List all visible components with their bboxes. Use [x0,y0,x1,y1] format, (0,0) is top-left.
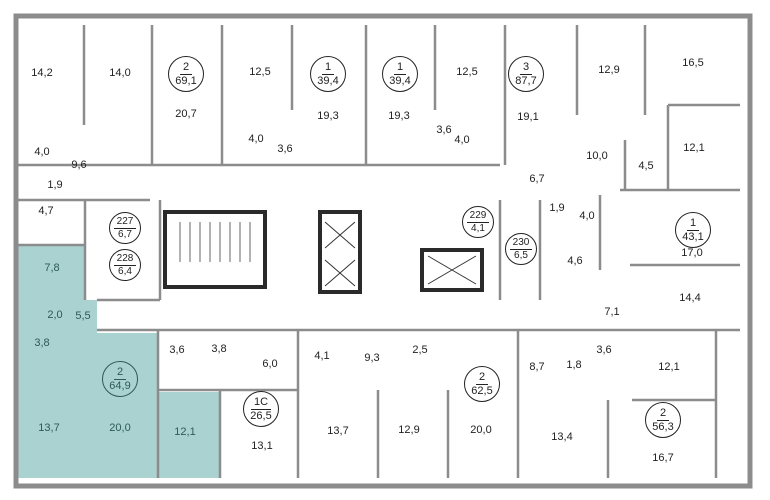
room-area: 3,8 [34,337,50,349]
stair-and-lift-core [163,210,484,294]
room-area: 2,0 [47,309,63,321]
staircase [179,222,251,262]
room-area: 4,0 [579,210,595,222]
room-area: 2,5 [412,344,428,356]
room-area: 1,9 [47,179,63,191]
apartment-area: 43,1 [682,230,704,243]
room-area: 8,7 [529,361,545,373]
room-area: 12,1 [174,426,196,438]
room-area: 12,9 [598,64,620,76]
room-area: 20,7 [175,108,197,120]
apartment-rooms: 2 [179,61,193,75]
room-area: 12,1 [683,142,705,154]
room-area: 9,3 [364,352,380,364]
room-area: 17,0 [681,247,703,259]
room-area: 16,5 [682,57,704,69]
apartment-rooms: 2 [656,407,670,421]
storage-area: 4,1 [471,222,485,234]
room-area: 9,6 [71,159,87,171]
apartment-rooms: 2 [113,366,127,380]
apartment-area: 69,1 [175,74,197,87]
room-area: 4,1 [314,350,330,362]
room-area: 3,8 [211,343,227,355]
elevator-icons [324,221,477,287]
room-area: 12,5 [249,66,271,78]
room-area: 14,4 [679,292,701,304]
room-area: 14,2 [31,67,53,79]
storage-area: 6,7 [118,228,132,240]
room-area: 1,9 [549,202,565,214]
room-area: 6,7 [529,173,545,185]
apartment-area: 62,5 [471,384,493,397]
apartment-area: 26,5 [250,409,272,422]
storage-number: 230 [509,237,533,250]
room-area: 20,0 [470,424,492,436]
room-area: 4,0 [34,146,50,158]
room-area: 19,3 [388,110,410,122]
room-area: 13,1 [251,440,273,452]
storage-area: 6,5 [514,249,528,261]
room-area: 4,6 [567,255,583,267]
room-area: 3,6 [169,344,185,356]
room-area: 12,5 [456,66,478,78]
storage-number: 228 [113,253,137,266]
apartment-area: 64,9 [109,379,131,392]
room-area: 12,1 [658,361,680,373]
room-area: 3,6 [277,143,293,155]
room-area: 5,5 [75,310,91,322]
room-area: 12,9 [398,424,420,436]
room-area: 13,4 [551,431,573,443]
apartment-area: 56,3 [652,420,674,433]
room-area: 4,0 [454,134,470,146]
room-area: 19,1 [517,111,539,123]
room-area: 7,1 [604,306,620,318]
storage-area: 6,4 [118,265,132,277]
room-area: 1,8 [566,359,582,371]
room-area: 4,5 [638,160,654,172]
apartment-rooms: 1 [321,61,335,75]
storage-number: 227 [113,216,137,229]
room-area: 6,0 [262,358,278,370]
room-area: 4,7 [38,205,54,217]
apartment-rooms: 3 [519,61,533,75]
storage-number: 229 [466,210,490,223]
apartment-rooms: 1 [686,217,700,231]
apartment-rooms: 1С [250,396,272,410]
room-area: 10,0 [586,150,608,162]
room-area: 13,7 [38,422,60,434]
room-area: 13,7 [327,425,349,437]
room-area: 7,8 [44,262,60,274]
apartment-area: 39,4 [389,74,411,87]
apartment-rooms: 2 [475,371,489,385]
room-area: 14,0 [109,67,131,79]
apartment-area: 39,4 [317,74,339,87]
room-area: 3,6 [596,344,612,356]
room-area: 3,6 [436,124,452,136]
room-area: 16,7 [652,452,674,464]
apartment-rooms: 1 [393,61,407,75]
apartment-area: 87,7 [515,74,537,87]
room-area: 4,0 [248,133,264,145]
room-area: 19,3 [317,110,339,122]
room-area: 20,0 [109,422,131,434]
